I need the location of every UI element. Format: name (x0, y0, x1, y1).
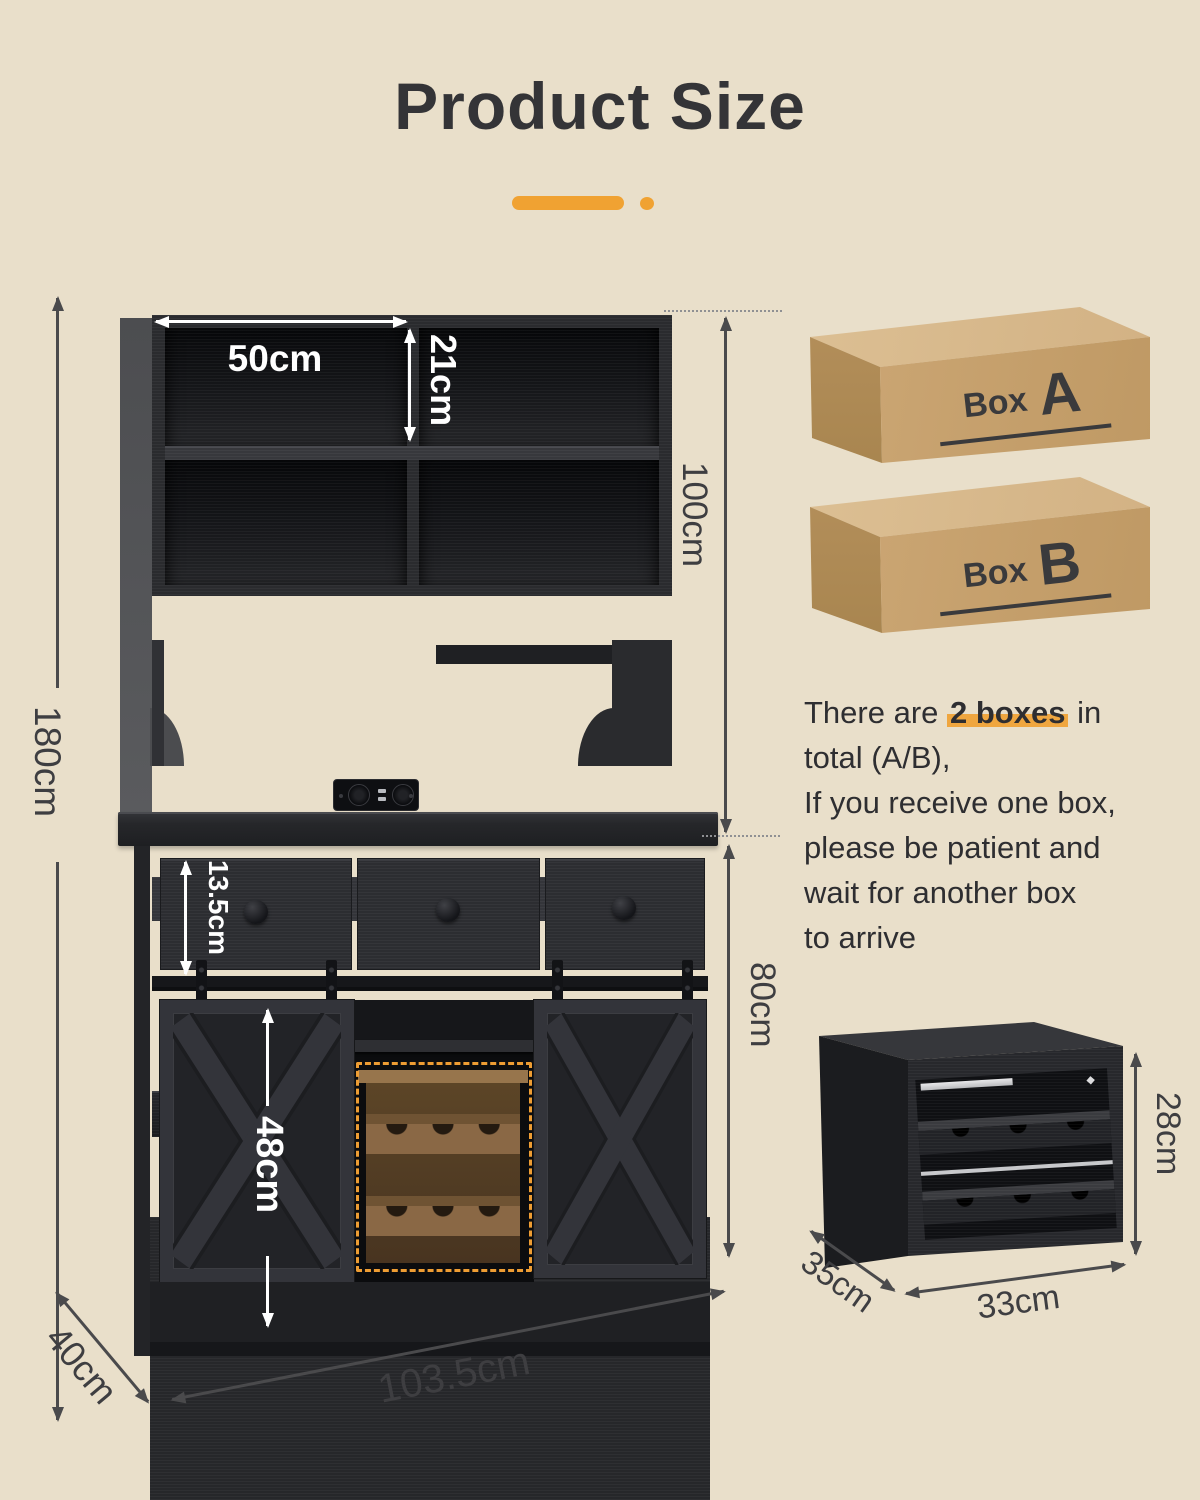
note-line-6: to arrive (804, 920, 916, 955)
usb-port-icon (378, 789, 386, 793)
drawer-knob (436, 898, 460, 922)
dim-arrow-13.5cm (179, 860, 192, 976)
note-text: in (1068, 695, 1102, 730)
door-hanger-strap (682, 960, 693, 1014)
door-hanger-strap (196, 960, 207, 1014)
hutch-left-stile (152, 640, 164, 766)
dim-label-13.5cm: 13.5cm (203, 860, 234, 955)
sideboard-left-side (134, 846, 150, 1356)
metal-rail-icon (920, 1160, 1113, 1176)
hutch-right-flare (578, 708, 614, 766)
guide-line-counter (702, 835, 780, 837)
box-a-word: Box (961, 380, 1030, 426)
title-underline (512, 196, 624, 210)
cubby-top-right (419, 328, 659, 446)
wine-rack-top (358, 1070, 528, 1083)
barn-door-rail (152, 976, 708, 987)
dim-arrow-180cm-bottom (51, 862, 64, 1422)
box-b-letter: B (1035, 528, 1084, 598)
cubby-top-left (165, 328, 407, 446)
hutch-left-side-panel (120, 318, 152, 812)
dim-label-28cm: 28cm (1149, 1092, 1187, 1176)
guide-line-top (664, 310, 782, 312)
dim-arrow-28cm (1129, 1052, 1142, 1256)
page-title: Product Size (394, 69, 806, 143)
dim-label-48cm: 48cm (248, 1116, 290, 1214)
box-a-letter: A (1035, 358, 1084, 428)
screw-icon (409, 794, 413, 798)
dim-label-21cm: 21cm (423, 334, 464, 427)
metal-rail-icon (920, 1078, 1013, 1091)
hutch-shelving (152, 315, 672, 596)
dim-label-40cm: 40cm (37, 1317, 126, 1412)
wine-rack-shelf (366, 1114, 520, 1124)
cube-front-face (908, 1046, 1123, 1256)
cube-left-face (819, 1036, 908, 1268)
countertop (118, 812, 718, 846)
power-socket-icon (392, 784, 414, 806)
note-line-4: please be patient and (804, 830, 1101, 865)
power-outlet-strip (333, 779, 419, 811)
dim-arrow-100cm (719, 316, 732, 834)
power-socket-icon (348, 784, 370, 806)
barn-door-x-pattern (542, 1011, 698, 1267)
barn-door-right (534, 1000, 706, 1278)
wine-rack-shelf (366, 1196, 520, 1206)
drawer (160, 858, 352, 970)
dim-arrow-50cm (154, 315, 408, 328)
usb-port-icon (378, 797, 386, 801)
barn-door-rail-shadow (152, 987, 708, 991)
dim-label-180cm: 180cm (27, 706, 68, 818)
dim-arrow-48cm-top (261, 1008, 274, 1106)
dim-label-80cm: 80cm (743, 962, 782, 1048)
dim-arrow-80cm (722, 844, 735, 1258)
cubby-bottom-right (419, 460, 659, 585)
screw-icon (339, 794, 343, 798)
note-text: There are (804, 695, 948, 730)
wine-rack-front (366, 1124, 520, 1154)
shipping-note: There are 2 boxes in total (A/B), If you… (804, 690, 1194, 960)
note-line-5: wait for another box (804, 875, 1077, 910)
keyhole-icon (1086, 1076, 1095, 1085)
wine-rack-front (366, 1206, 520, 1236)
hutch-shelf-board (165, 446, 659, 460)
drawer-knob (612, 896, 636, 920)
door-hanger-strap (552, 960, 563, 1014)
drawer-knob (244, 900, 268, 924)
note-highlight: 2 boxes (947, 695, 1069, 730)
title-underline-dot (640, 197, 654, 210)
hutch-right-upright (612, 640, 672, 766)
box-b-word: Box (961, 550, 1030, 596)
barn-door-left (160, 1000, 354, 1282)
cubby-bottom-left (165, 460, 407, 585)
dim-arrow-21cm (403, 328, 416, 442)
door-hanger-strap (326, 960, 337, 1014)
center-shelf-board (354, 1040, 534, 1052)
dim-arrow-48cm-bottom (261, 1256, 274, 1328)
note-line-3: If you receive one box, (804, 785, 1116, 820)
dim-label-50cm: 50cm (227, 338, 323, 379)
dim-arrow-180cm-top (51, 296, 64, 688)
dim-label-100cm: 100cm (675, 462, 714, 568)
note-line-1: There are 2 boxes in (804, 690, 1194, 735)
barn-door-x-pattern (167, 1011, 347, 1271)
wine-rack-highlight-outline (356, 1062, 532, 1272)
cube-opening (915, 1068, 1117, 1240)
wine-cube-unit (815, 1016, 1127, 1272)
note-line-2: total (A/B), (804, 740, 951, 775)
center-shelf-cavity (354, 1000, 534, 1040)
